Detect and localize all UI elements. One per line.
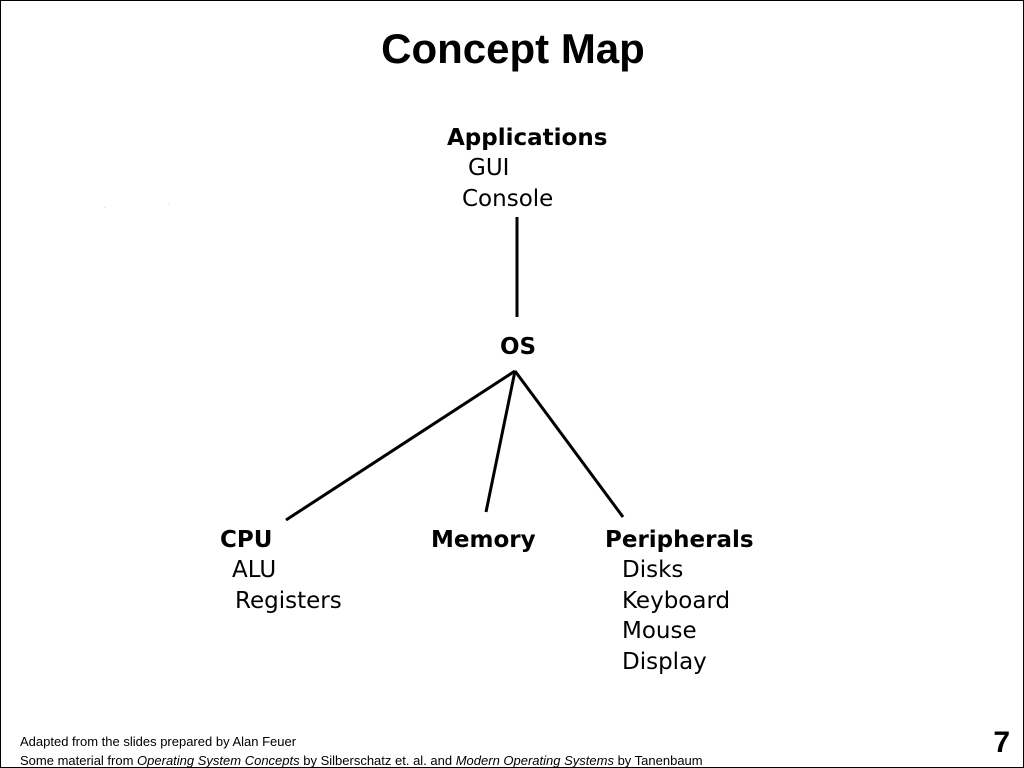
connector-os-cpu: [285, 369, 516, 522]
node-cpu-item: ALU: [232, 557, 277, 583]
footer-sources-middle: by Silberschatz et. al. and: [299, 753, 456, 768]
node-peripherals-item: Display: [622, 648, 707, 675]
footer-sources-prefix: Some material from: [20, 753, 138, 768]
connector-os-memory: [484, 370, 517, 513]
footer-book-title: Operating System Concepts: [137, 753, 300, 768]
stray-mark: ·: [168, 202, 170, 207]
node-applications-item: GUI: [468, 155, 510, 181]
stray-mark: ·: [104, 205, 106, 210]
node-peripherals: Peripherals Disks Keyboard Mouse Display: [605, 525, 754, 677]
node-cpu-item: Registers: [235, 587, 342, 614]
node-cpu-label: CPU: [220, 527, 273, 553]
node-applications-label: Applications: [447, 125, 608, 151]
connector-os-peripherals: [513, 370, 625, 518]
page-number: 7: [993, 726, 1010, 759]
node-applications: Applications GUI Console: [447, 123, 607, 214]
node-cpu: CPU ALU Registers: [220, 525, 342, 616]
node-os-label: OS: [500, 334, 537, 360]
node-os: OS: [500, 332, 536, 362]
node-peripherals-item: Disks: [622, 557, 684, 583]
node-peripherals-item: Keyboard: [622, 587, 731, 614]
node-peripherals-label: Peripherals: [605, 527, 754, 553]
footer-book-title: Modern Operating Systems: [455, 753, 614, 768]
footer-sources-suffix: by Tanenbaum: [613, 753, 703, 768]
footer-sources: Some material from Operating System Conc…: [20, 751, 703, 768]
slide-footer: Adapted from the slides prepared by Alan…: [20, 732, 703, 768]
node-peripherals-item: Mouse: [622, 618, 697, 645]
footer-attribution: Adapted from the slides prepared by Alan…: [20, 734, 297, 749]
slide-title: Concept Map: [381, 25, 645, 72]
node-applications-item: Console: [462, 185, 554, 212]
node-memory: Memory: [431, 525, 536, 555]
node-memory-label: Memory: [431, 527, 536, 553]
